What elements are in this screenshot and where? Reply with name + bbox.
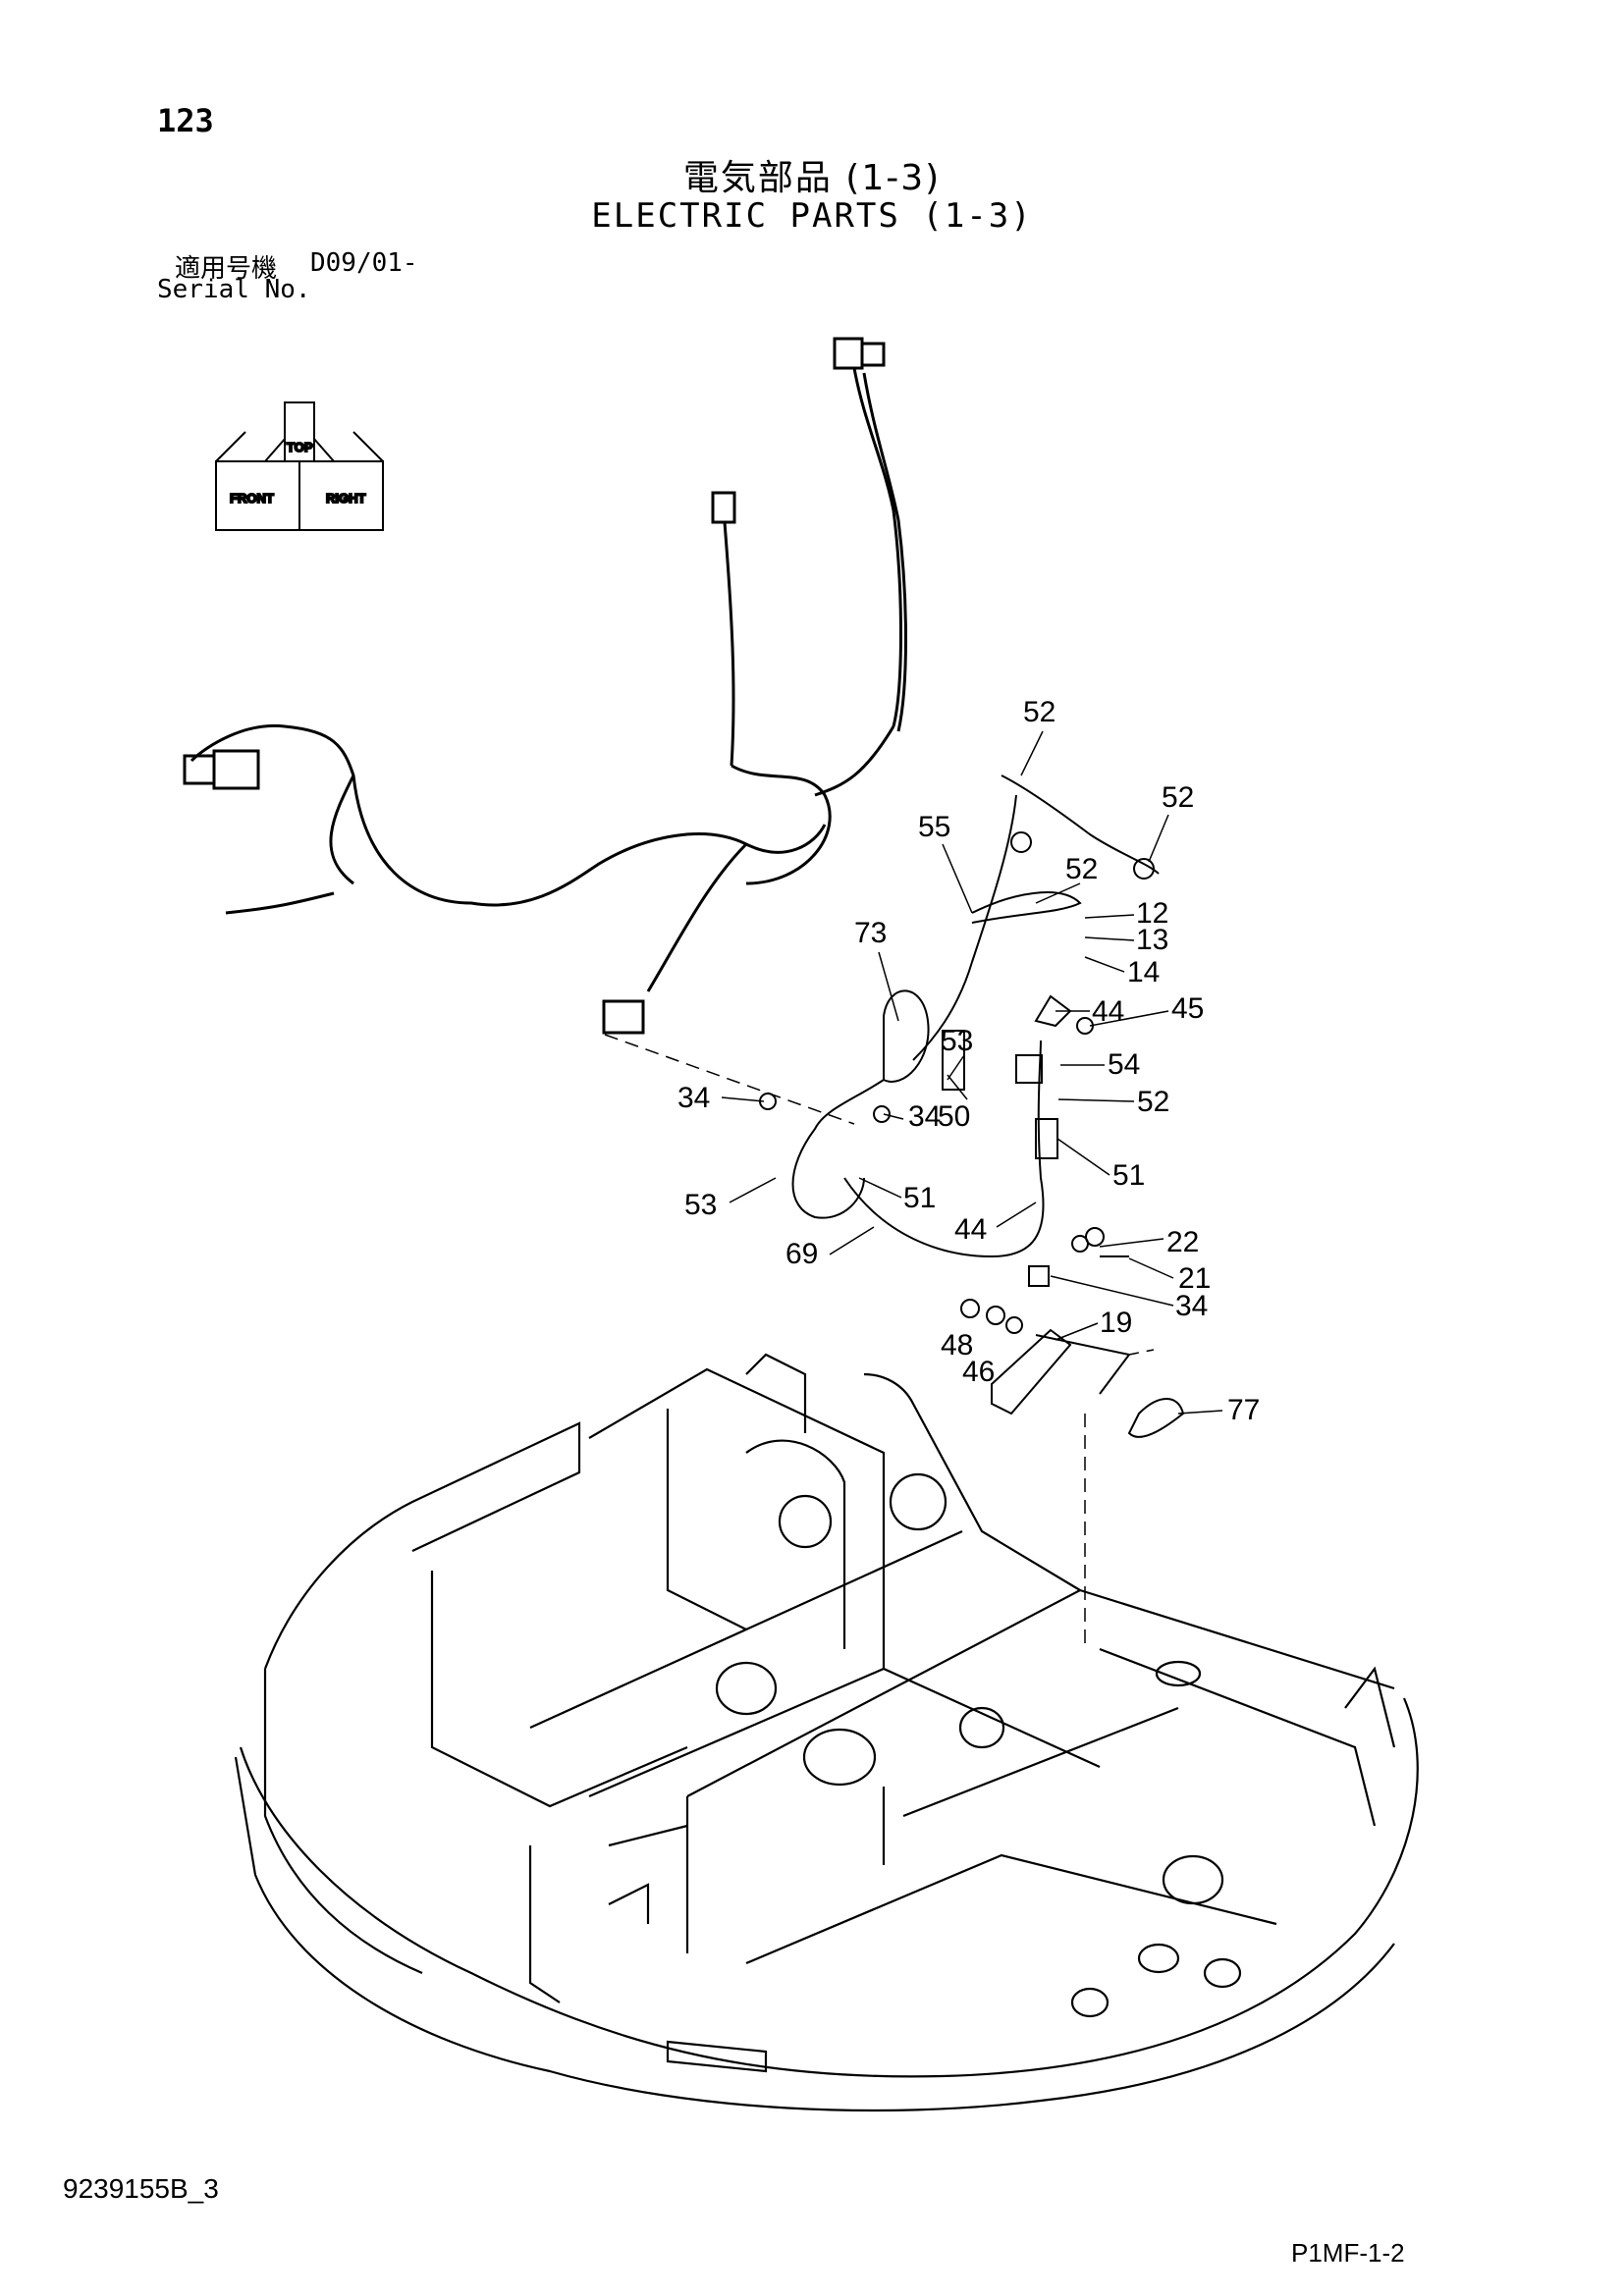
callout-53: 53 bbox=[941, 1025, 973, 1057]
callout-labels: 52 52 55 52 12 13 14 73 44 45 53 54 34 3… bbox=[677, 696, 1260, 1426]
serial-label-japanese: 適用号機 bbox=[175, 254, 278, 284]
serial-label-english: Serial No. bbox=[157, 275, 311, 304]
callout-46: 46 bbox=[962, 1356, 995, 1388]
callout-19: 19 bbox=[1100, 1307, 1132, 1339]
orientation-front-label: FRONT bbox=[230, 491, 274, 506]
callout-44: 44 bbox=[954, 1213, 987, 1246]
callout-52: 52 bbox=[1065, 853, 1098, 885]
callout-52: 52 bbox=[1162, 781, 1194, 814]
callout-52: 52 bbox=[1023, 696, 1056, 728]
callout-52: 52 bbox=[1137, 1086, 1169, 1118]
callout-55: 55 bbox=[918, 811, 950, 843]
ground-strap bbox=[960, 1299, 1185, 1649]
callout-48: 48 bbox=[941, 1329, 973, 1362]
serial-code: D09/01- bbox=[310, 248, 418, 278]
page-title-japanese: 電気部品 (1-3) bbox=[682, 158, 942, 198]
callout-34: 34 bbox=[677, 1082, 710, 1114]
callout-50: 50 bbox=[938, 1100, 970, 1133]
callout-13: 13 bbox=[1136, 924, 1168, 956]
callout-34: 34 bbox=[908, 1100, 941, 1133]
page-title-english: ELECTRIC PARTS (1-3) bbox=[591, 196, 1033, 236]
callout-53: 53 bbox=[684, 1189, 717, 1221]
orientation-indicator: FRONT RIGHT TOP bbox=[215, 401, 384, 531]
callout-22: 22 bbox=[1166, 1226, 1199, 1258]
callout-34: 34 bbox=[1175, 1290, 1208, 1322]
callout-21: 21 bbox=[1178, 1262, 1211, 1295]
callout-45: 45 bbox=[1171, 992, 1204, 1025]
callout-12: 12 bbox=[1136, 897, 1168, 930]
callout-14: 14 bbox=[1127, 956, 1160, 988]
callout-69: 69 bbox=[785, 1238, 818, 1270]
main-frame bbox=[234, 1353, 1419, 2112]
page-number: 123 bbox=[157, 102, 214, 139]
orientation-right-label: RIGHT bbox=[326, 491, 366, 506]
orientation-top-label: TOP bbox=[287, 440, 313, 454]
page-code: P1MF-1-2 bbox=[1291, 2238, 1405, 2268]
wiring-harness bbox=[183, 337, 907, 1125]
callout-73: 73 bbox=[854, 917, 887, 949]
callout-54: 54 bbox=[1108, 1048, 1140, 1081]
callout-51: 51 bbox=[1112, 1159, 1145, 1192]
callout-77: 77 bbox=[1227, 1394, 1260, 1426]
leader-lines bbox=[721, 730, 1223, 1415]
callout-51: 51 bbox=[903, 1182, 936, 1214]
document-id: 9239155B_3 bbox=[63, 2173, 219, 2204]
